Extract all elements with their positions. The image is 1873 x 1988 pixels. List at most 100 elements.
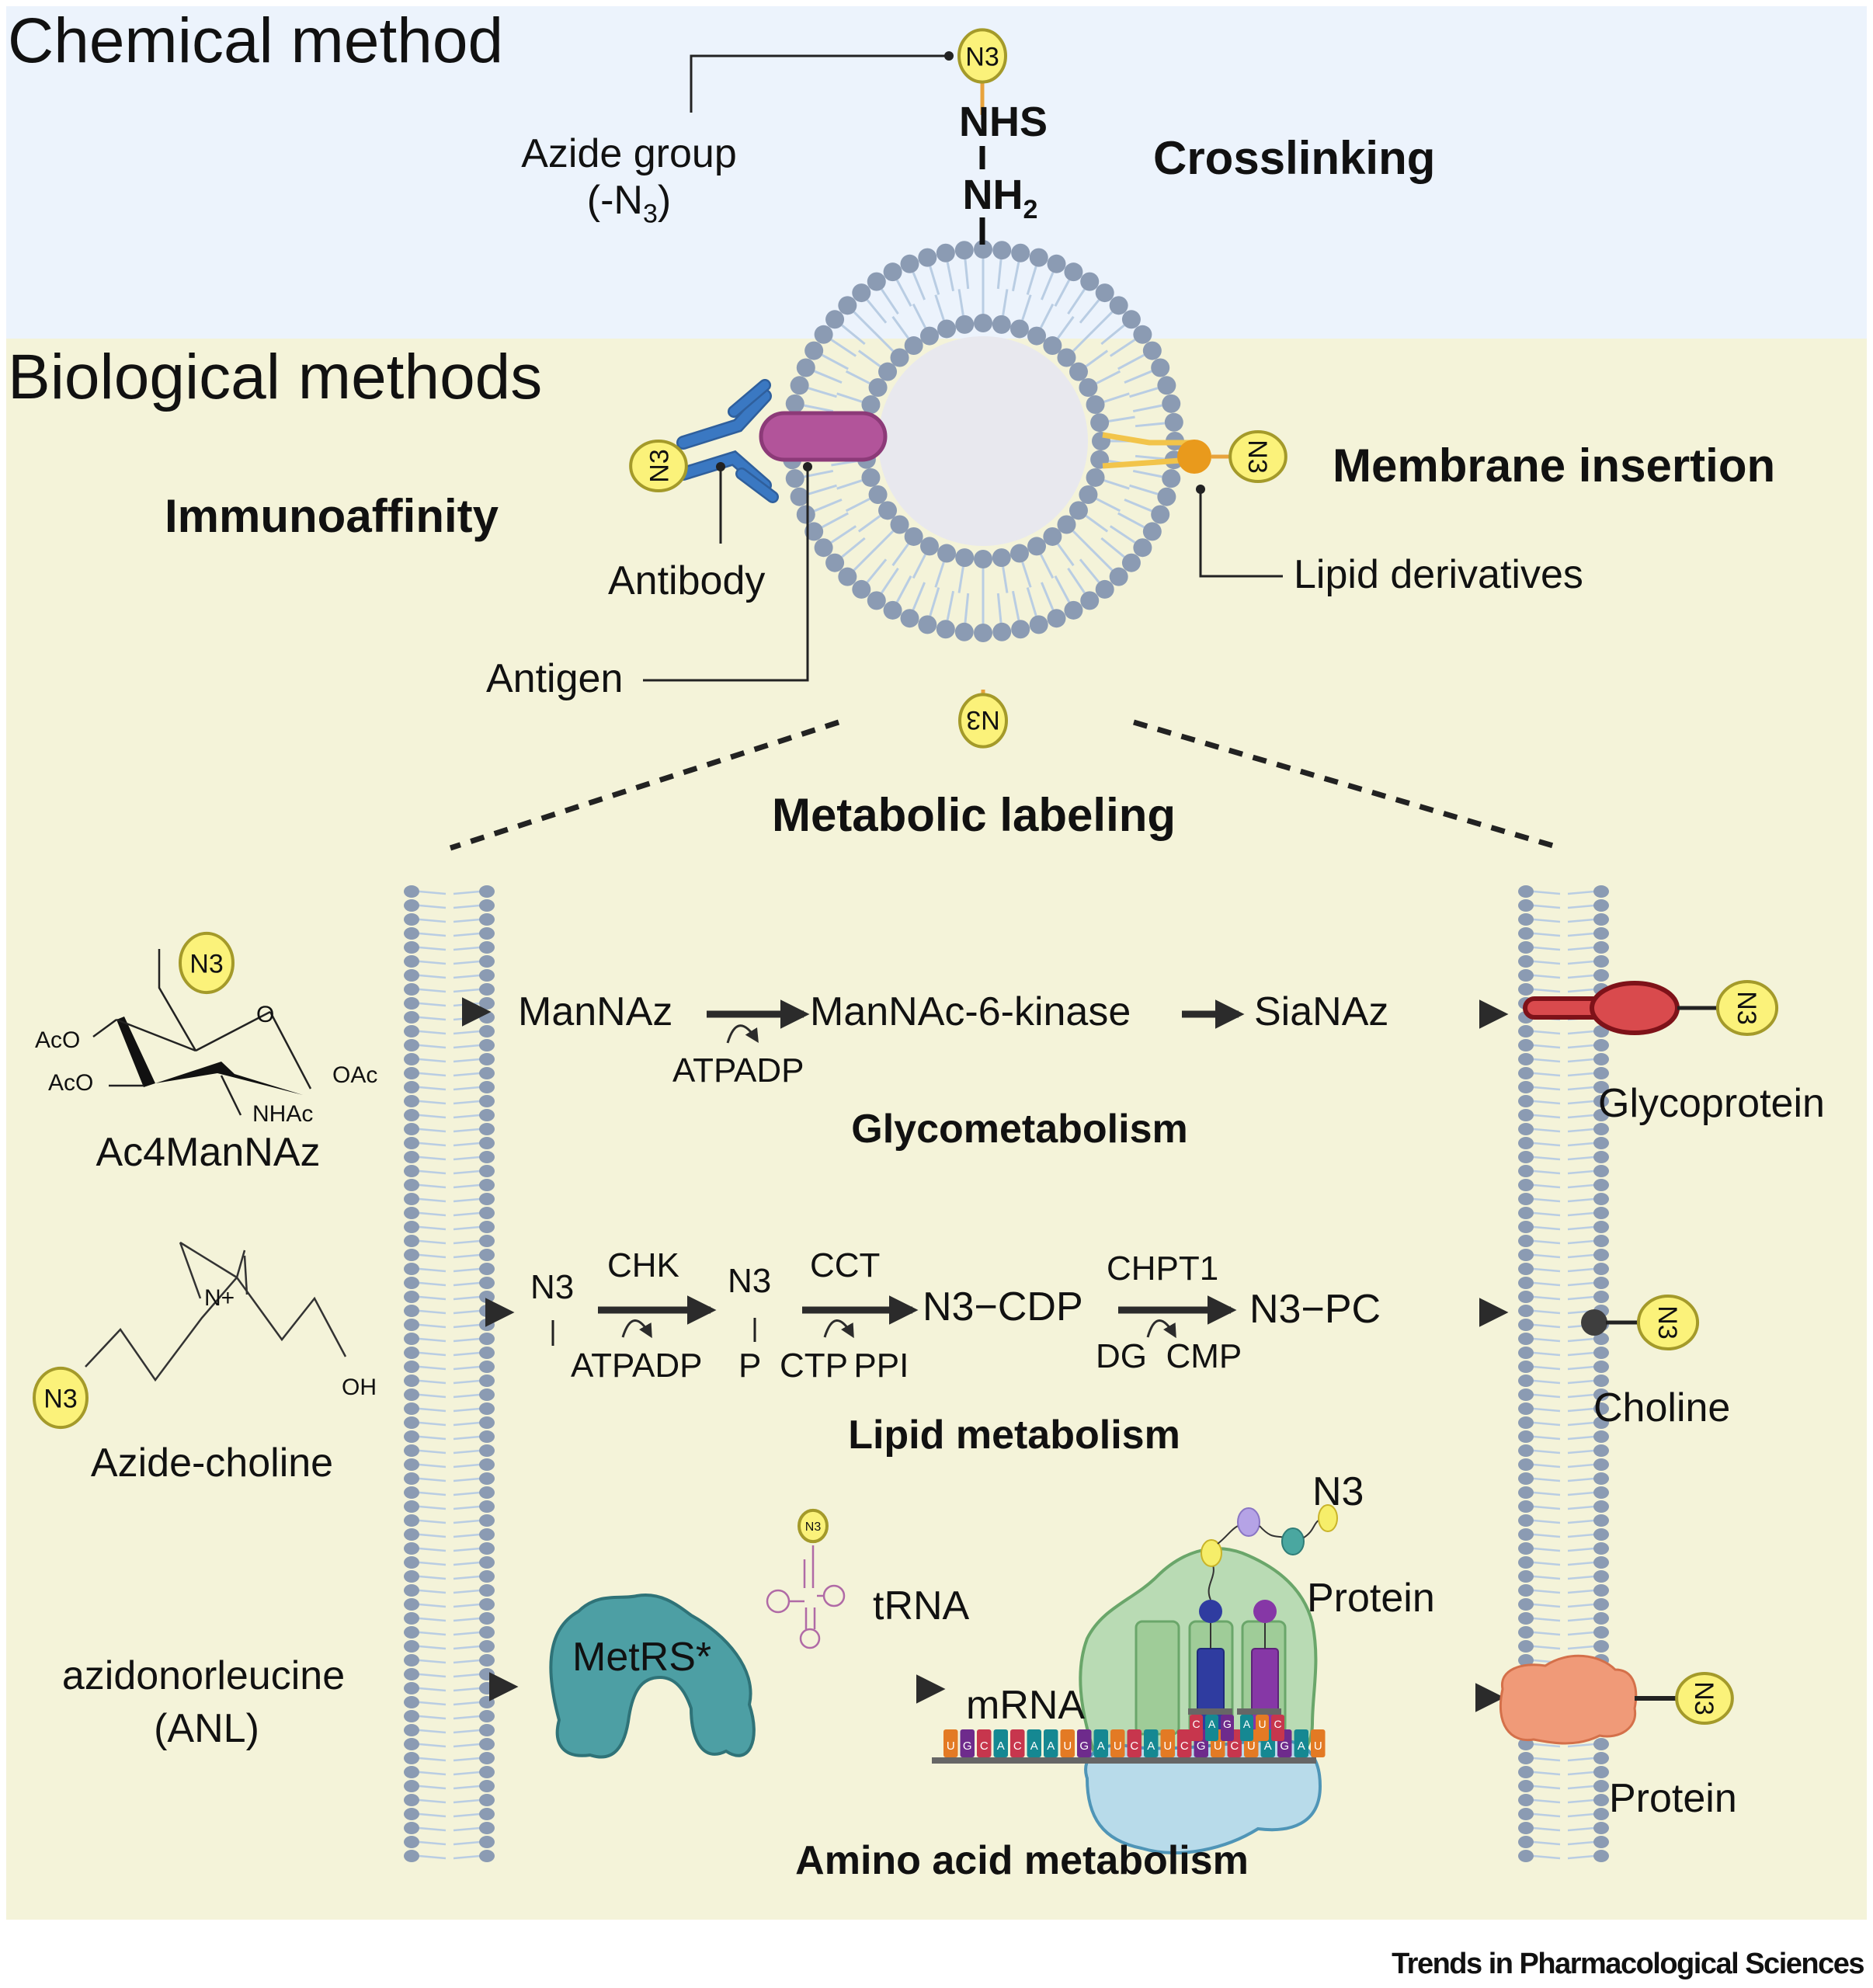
mrna-nucleotide [1311, 1729, 1326, 1757]
lipid-head [785, 469, 804, 488]
lipid-head [1057, 515, 1076, 534]
ac4mannaz-n3-badge: N3 [179, 931, 235, 995]
lipid-head [1593, 1808, 1609, 1820]
lipid-head [404, 1109, 419, 1121]
lipid-head [1518, 1430, 1534, 1443]
nucleotide-letter: G [1079, 1740, 1089, 1753]
mrna-nucleotide [1294, 1729, 1308, 1757]
lipid-head [479, 1416, 495, 1429]
lipid-head [404, 1668, 419, 1680]
lipid-n3-b: N3 [728, 1262, 772, 1300]
lipid-head [1593, 1137, 1609, 1149]
lipid-head [1593, 1039, 1609, 1051]
nucleotide-letter: A [1298, 1740, 1305, 1753]
lipid-head [1518, 1277, 1534, 1289]
anticodon-letter: C [1274, 1718, 1281, 1730]
n3-text: N3 [805, 1521, 822, 1534]
lipid-head [838, 567, 857, 586]
anl-label-line2: (ANL) [154, 1706, 259, 1751]
lipid-head [1593, 1514, 1609, 1527]
lipid-head [1079, 485, 1098, 505]
lipid-head [1593, 1221, 1609, 1233]
lipid-head [479, 1263, 495, 1275]
lipid-head [1593, 1444, 1609, 1457]
lipid-head [1593, 1472, 1609, 1485]
anticodon-nucleotide [1240, 1715, 1253, 1741]
lipid-head [838, 296, 857, 315]
lipid-head [479, 1235, 495, 1247]
lipid-head [479, 1850, 495, 1862]
n3-circle [33, 1366, 89, 1430]
lipid-head [479, 1822, 495, 1834]
lipid-head [1593, 1794, 1609, 1806]
nascent-protein-label: Protein [1307, 1576, 1435, 1621]
trna-label: tRNA [873, 1583, 970, 1628]
lipid-head [1593, 1109, 1609, 1121]
lipid-head [404, 1165, 419, 1177]
lipid-head [1593, 1151, 1609, 1163]
lipid-head [904, 527, 923, 546]
lipid-head [918, 248, 937, 267]
lipid-head [852, 579, 871, 599]
lipid-head [479, 1081, 495, 1093]
lipid-head [404, 1193, 419, 1205]
lipid-head [1090, 413, 1110, 433]
nucleotide-letter: U [947, 1740, 955, 1753]
lipid-head [1518, 1472, 1534, 1485]
antibody-icon [676, 379, 779, 503]
n3-circle [629, 440, 688, 492]
metrs-label: MetRS* [572, 1635, 712, 1680]
lipid-head [1593, 1179, 1609, 1191]
mrna-nucleotide [1093, 1729, 1108, 1757]
lipid-head [883, 600, 902, 620]
lipid-head [479, 1319, 495, 1331]
lipid-head [1518, 1109, 1534, 1121]
mrna-nucleotide [977, 1729, 992, 1757]
lipid-head [861, 395, 881, 415]
lipid-head [1593, 1416, 1609, 1429]
trna-n3-badge: N3 [798, 1508, 829, 1544]
lipid-head [1518, 1500, 1534, 1513]
nucleotide-letter: U [1314, 1740, 1322, 1753]
azide-group-label-line1: Azide group [521, 131, 737, 176]
lipid-head [796, 358, 815, 377]
anticodon-nucleotide [1190, 1715, 1203, 1741]
lipid-head [479, 1249, 495, 1261]
glyco-step-sianaz: SiaNAz [1254, 989, 1389, 1034]
lipid-head [479, 1151, 495, 1163]
lipid-head [404, 1277, 419, 1289]
lipid-head [404, 1570, 419, 1583]
lipid-head [1518, 1305, 1534, 1317]
n3-circle [1715, 980, 1779, 1036]
choline-product-label: Choline [1593, 1385, 1731, 1430]
lipid-head [1095, 579, 1114, 599]
lipid-derivative-icon [1102, 432, 1231, 474]
lipid-head [404, 1626, 419, 1639]
lipid-head [1593, 1584, 1609, 1597]
mrna-nucleotide [1044, 1729, 1058, 1757]
trna-backbone [1188, 1708, 1232, 1715]
lipid-head [878, 362, 898, 381]
glycoprotein-n3-badge: N3 [1715, 980, 1779, 1036]
lipid-head [1593, 1430, 1609, 1443]
nascent-chain-n3-label: N3 [1312, 1469, 1364, 1514]
lipid-head [1518, 1584, 1534, 1597]
lipid-head [479, 1710, 495, 1722]
lipid-head [1518, 1235, 1534, 1247]
anticodon-nucleotide [1221, 1715, 1234, 1741]
lipid-head [479, 1123, 495, 1135]
lipid-head [479, 1780, 495, 1792]
lipid-head [479, 1654, 495, 1667]
lipid-head [1518, 1375, 1534, 1387]
lipid-head [404, 1738, 419, 1750]
mrna-nucleotide [1177, 1729, 1192, 1757]
lipid-head [479, 1109, 495, 1121]
lipid-head [404, 1696, 419, 1708]
lipid-head [404, 1221, 419, 1233]
nucleotide-letter: C [980, 1740, 989, 1753]
lipid-head [1043, 336, 1062, 356]
lipid-head [479, 1458, 495, 1471]
nucleotide-letter: A [1147, 1740, 1155, 1753]
lipid-head [1518, 1640, 1534, 1653]
